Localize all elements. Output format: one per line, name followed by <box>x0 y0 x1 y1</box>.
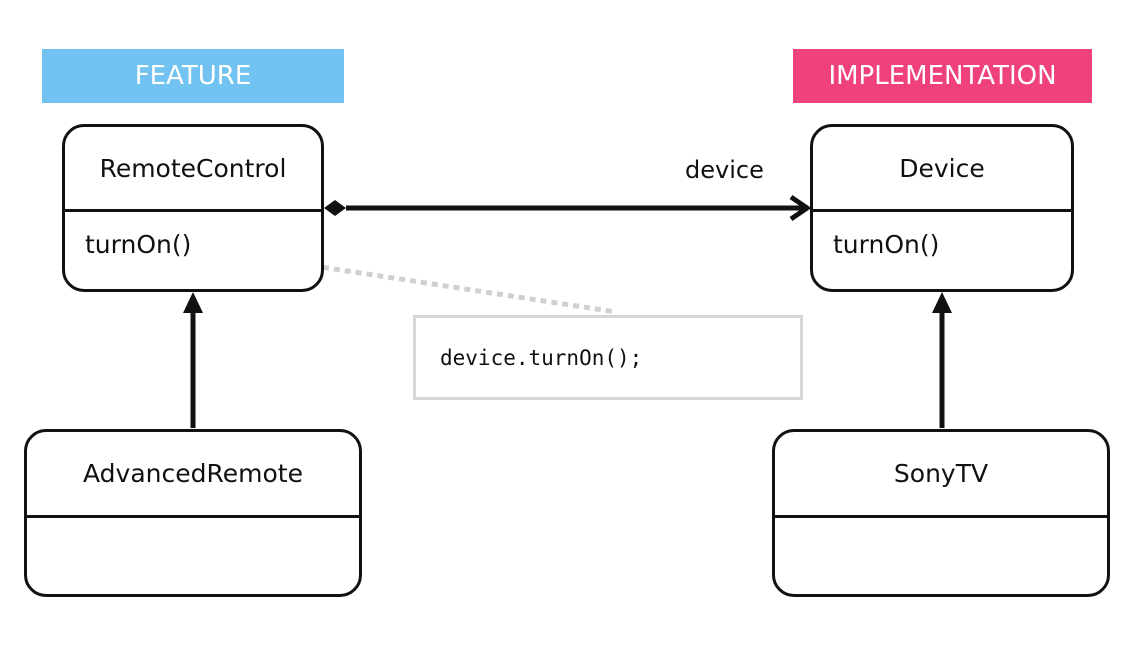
association-label: device <box>685 156 764 184</box>
class-name: RemoteControl <box>65 127 321 212</box>
class-name: AdvancedRemote <box>27 432 359 518</box>
association-arrowhead <box>789 194 812 222</box>
implementation-label: IMPLEMENTATION <box>793 49 1092 103</box>
class-device: Device turnOn() <box>810 124 1074 292</box>
class-advanced-remote: AdvancedRemote <box>24 429 362 597</box>
class-method: turnOn() <box>833 230 940 259</box>
class-method <box>27 518 359 536</box>
class-method <box>775 518 1107 536</box>
inheritance-arrowhead-left <box>183 292 203 313</box>
inheritance-arrowhead-right <box>932 292 952 313</box>
class-method: turnOn() <box>85 230 192 259</box>
code-note: device.turnOn(); <box>413 315 803 400</box>
class-sony-tv: SonyTV <box>772 429 1110 597</box>
note-connector <box>235 251 617 315</box>
composition-diamond <box>324 200 346 216</box>
class-remote-control: RemoteControl turnOn() <box>62 124 324 292</box>
note-code: device.turnOn(); <box>440 345 643 370</box>
class-name: Device <box>813 127 1071 212</box>
feature-label: FEATURE <box>42 49 344 103</box>
class-name: SonyTV <box>775 432 1107 518</box>
